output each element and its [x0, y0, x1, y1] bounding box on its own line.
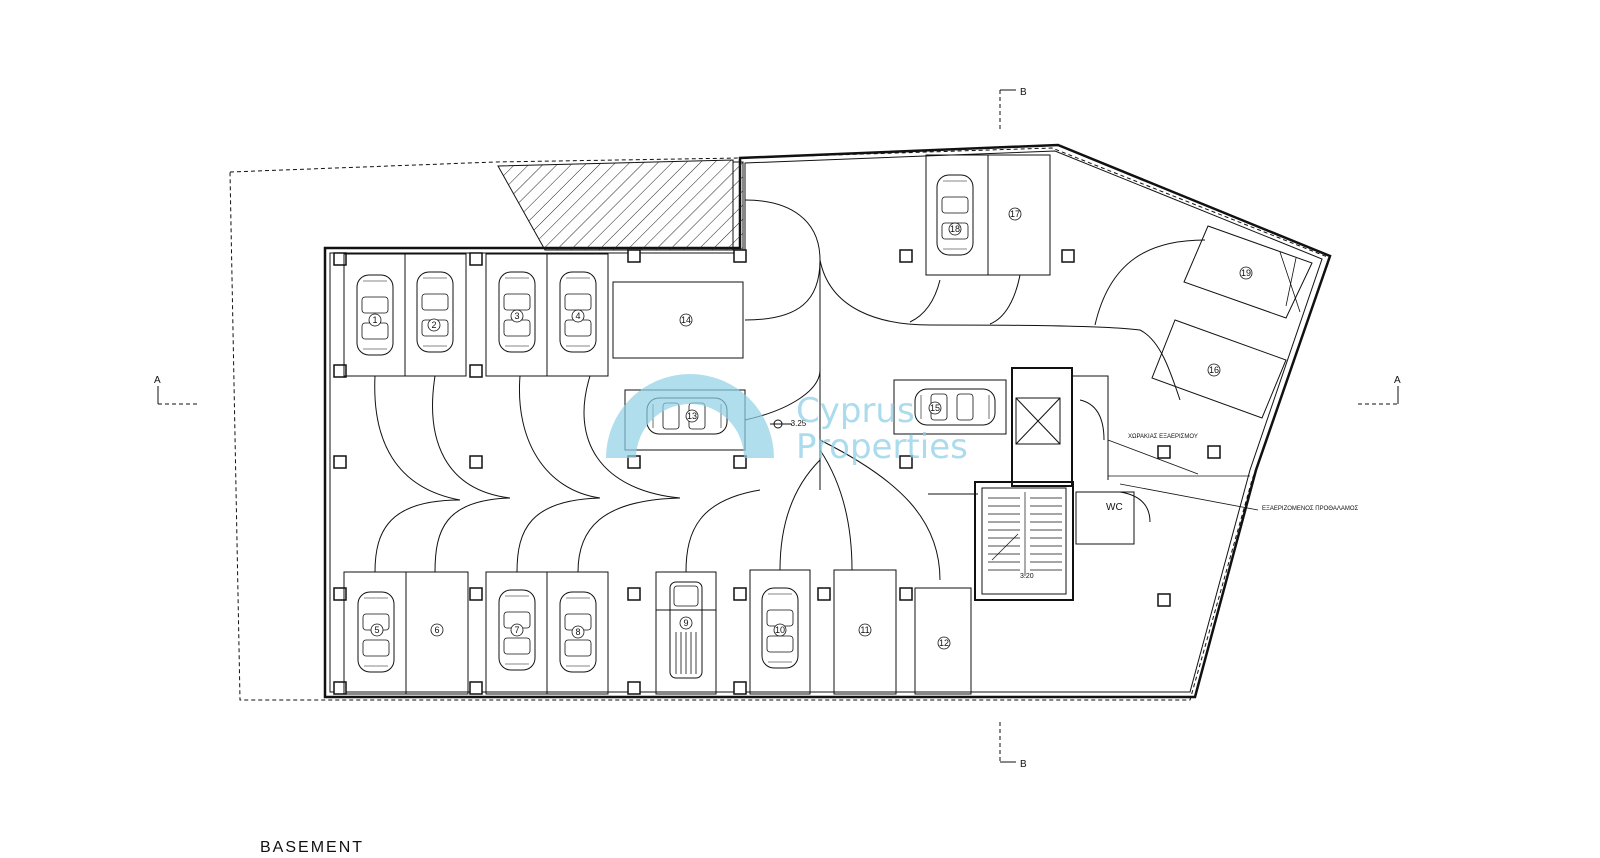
- watermark-text-line2: Properties: [796, 427, 968, 467]
- space-number-circle: [937, 636, 951, 650]
- note-storage: ΧΩΡΑΚΙΑΣ ΕΞΑΕΡΙΣΜΟΥ: [1128, 434, 1198, 440]
- space-number-circle: [510, 623, 524, 637]
- level-mark: -3.25: [788, 419, 807, 428]
- space-number-label: 13: [687, 411, 697, 421]
- space-number-label: 16: [1209, 365, 1219, 375]
- space-number-label: 2: [431, 320, 436, 330]
- section-label-a-right: A: [1394, 375, 1401, 386]
- section-label-a-left: A: [154, 375, 161, 386]
- space-number-label: 10: [775, 625, 785, 635]
- building-inner-outline: [329, 150, 1323, 693]
- space-number-circle: [370, 623, 384, 637]
- wc-label: WC: [1106, 502, 1123, 513]
- space-number-label: 9: [683, 618, 688, 628]
- ramp-grille: [732, 161, 744, 251]
- space-number-label: 14: [681, 315, 691, 325]
- space-number-circle: [685, 409, 699, 423]
- section-label-b-top: B: [1020, 87, 1027, 98]
- space-number-circle: [571, 309, 585, 323]
- car-icon: [416, 271, 454, 353]
- space-number-label: 18: [950, 224, 960, 234]
- space-number-circle: [571, 625, 585, 639]
- space-number-label: 19: [1241, 268, 1251, 278]
- car-icon: [914, 388, 996, 426]
- car-icons: [356, 174, 996, 679]
- space-number-circle: [427, 318, 441, 332]
- space-number-circle: [368, 313, 382, 327]
- space-number-label: 6: [434, 625, 439, 635]
- space-number-circle: [773, 623, 787, 637]
- drawing-title: BASEMENT: [260, 839, 364, 856]
- space-number-circle: [948, 222, 962, 236]
- space-number-circle: [928, 401, 942, 415]
- stair-dimension: 3.20: [1020, 573, 1034, 580]
- stair-core: [928, 367, 1151, 601]
- watermark: Cyprus Properties: [606, 374, 968, 467]
- space-number-label: 8: [575, 627, 580, 637]
- space-number-label: 11: [860, 625, 869, 635]
- parking-bays-right: [893, 154, 1313, 435]
- space-number-label: 17: [1010, 209, 1020, 219]
- note-ramp: ΕΞΑΕΡΙΖΟΜΕΝΟΣ ΠΡΟΘΑΛΑΜΟΣ: [1262, 506, 1359, 512]
- section-label-b-bottom: B: [1020, 759, 1027, 770]
- ramp-hatch: [497, 159, 734, 251]
- space-number-circle: [1008, 207, 1022, 221]
- space-number-label: 1: [372, 315, 377, 325]
- space-number-label: 3: [514, 311, 519, 321]
- pickup-truck-icon: [656, 581, 716, 679]
- space-number-label: 4: [575, 311, 580, 321]
- watermark-text-line1: Cyprus: [796, 391, 915, 431]
- space-number-circle: [430, 623, 444, 637]
- car-icon: [936, 174, 974, 256]
- space-number-label: 7: [514, 625, 519, 635]
- annotation-lines: [1107, 251, 1301, 511]
- watermark-logo-icon: [606, 374, 774, 458]
- space-number-label: 12: [939, 638, 949, 648]
- space-number-circle: [858, 623, 872, 637]
- structural-columns: [333, 249, 1221, 695]
- section-markers: [157, 89, 1399, 763]
- space-number-circle: [1207, 363, 1221, 377]
- space-number-label: 5: [374, 625, 379, 635]
- space-number-circle: [679, 616, 693, 630]
- space-number-circle: [1239, 266, 1253, 280]
- maneuvering-curves: [374, 199, 1206, 581]
- space-number-circle: [510, 309, 524, 323]
- space-number-circle: [679, 313, 693, 327]
- space-number-label: 15: [930, 403, 940, 413]
